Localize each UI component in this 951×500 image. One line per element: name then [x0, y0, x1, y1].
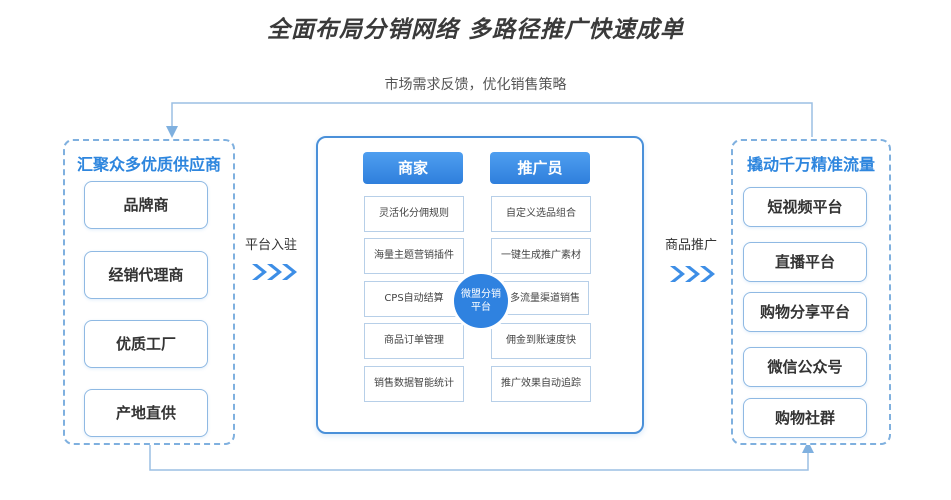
- promoter-feature: 佣金到账速度快: [491, 323, 591, 359]
- traffic-channel: 购物社群: [743, 398, 867, 438]
- promoter-feature: 一键生成推广素材: [491, 238, 591, 274]
- feedback-label: 市场需求反馈，优化销售策略: [384, 77, 567, 93]
- traffic-channel: 短视频平台: [743, 187, 867, 227]
- chevron-right-icon: [252, 264, 297, 280]
- merchant-feature: 海量主题营销插件: [364, 238, 464, 274]
- merchant-feature: CPS自动结算: [364, 281, 464, 317]
- merchant-feature: 销售数据智能统计: [364, 366, 464, 402]
- supplier-item: 产地直供: [84, 389, 208, 437]
- merchant-feature: 商品订单管理: [364, 323, 464, 359]
- chevron-right-icon: [670, 266, 715, 282]
- join-platform-label: 平台入驻: [245, 238, 298, 253]
- promoter-feature: 推广效果自动追踪: [491, 366, 591, 402]
- traffic-panel-title: 撬动千万精准流量: [746, 155, 875, 174]
- feedback-loop-line: [166, 102, 813, 138]
- traffic-channel: 微信公众号: [743, 347, 867, 387]
- supplier-panel-title: 汇聚众多优质供应商: [76, 155, 221, 174]
- traffic-channel: 直播平台: [743, 242, 867, 282]
- product-promotion-label: 商品推广: [665, 238, 718, 253]
- platform-hub-label: 微盟分销平台: [461, 289, 501, 313]
- page-title: 全面布局分销网络 多路径推广快速成单: [266, 17, 684, 43]
- supplier-item: 经销代理商: [84, 251, 208, 299]
- platform-hub-circle: 微盟分销平台: [454, 274, 508, 328]
- traffic-channel: 购物分享平台: [743, 292, 867, 332]
- supplier-item: 优质工厂: [84, 320, 208, 368]
- merchant-feature: 灵活化分佣规则: [364, 196, 464, 232]
- supplier-item: 品牌商: [84, 181, 208, 229]
- promoter-feature: 自定义选品组合: [491, 196, 591, 232]
- merchant-header: 商家: [363, 152, 463, 184]
- promoter-header: 推广员: [490, 152, 590, 184]
- bottom-loop-line: [149, 441, 814, 471]
